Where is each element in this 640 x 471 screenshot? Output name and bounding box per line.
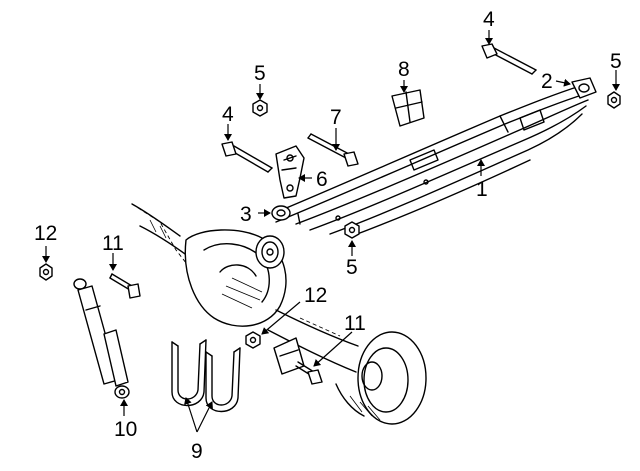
callout-5-right: 5 — [610, 50, 622, 73]
callout-11-left: 11 — [102, 232, 124, 255]
callout-3: 3 — [240, 203, 252, 226]
callout-6: 6 — [316, 168, 328, 191]
u-bolt-right — [205, 347, 241, 413]
callout-11-right: 11 — [344, 312, 366, 335]
u-bolt-left — [171, 339, 207, 407]
leader-lines — [42, 30, 620, 433]
leaf-spring — [271, 77, 597, 237]
callout-2: 2 — [541, 70, 553, 93]
callout-8: 8 — [398, 58, 410, 81]
nut-top — [252, 99, 268, 117]
nut-right — [607, 91, 621, 109]
callout-4-left: 4 — [222, 103, 234, 126]
callout-9: 9 — [191, 440, 203, 463]
callout-12-left: 12 — [34, 222, 57, 245]
shock-bolt-left — [109, 273, 141, 299]
axle-housing — [131, 203, 427, 425]
rear-eye-bushing — [571, 77, 597, 99]
jounce-bumper — [391, 89, 425, 127]
shock-nut-right — [245, 331, 261, 349]
callout-10: 10 — [114, 418, 137, 441]
callout-5-center: 5 — [346, 256, 358, 279]
front-eye-bushing — [271, 205, 291, 221]
callout-5-top: 5 — [254, 62, 266, 85]
shock-bolt-right — [295, 361, 323, 385]
callout-1: 1 — [476, 178, 488, 201]
eye-bolt-upper — [481, 43, 537, 75]
shock-absorber — [73, 278, 130, 399]
callout-4-upper: 4 — [483, 8, 495, 31]
callout-12-right: 12 — [304, 284, 327, 307]
eye-bolt-left — [221, 141, 273, 173]
spring-shackle — [275, 145, 305, 199]
shock-nut-left — [39, 263, 53, 281]
callout-7: 7 — [330, 106, 342, 129]
nut-center — [344, 221, 360, 239]
shackle-bolt — [307, 133, 359, 167]
